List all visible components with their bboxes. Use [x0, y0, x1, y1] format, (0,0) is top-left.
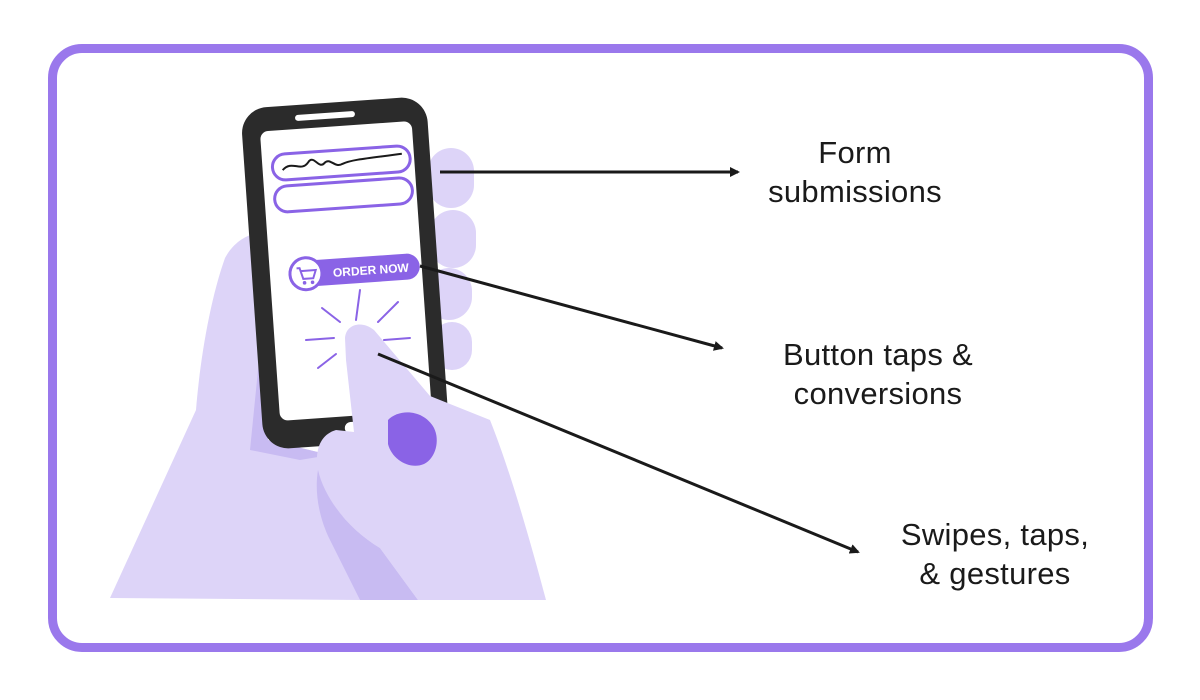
label-button-line-1: Button taps &: [782, 337, 974, 372]
label-form-submissions: Form submissions: [705, 133, 1005, 211]
label-button-taps: Button taps & conversions: [728, 335, 1028, 413]
label-button-line-2: conversions: [793, 376, 963, 411]
arrow-swipes: [377, 352, 860, 554]
label-form-line-2: submissions: [768, 174, 942, 209]
signature-field: [270, 144, 412, 182]
order-now-label: ORDER NOW: [332, 261, 409, 280]
text-field: [273, 176, 414, 214]
order-now-button: ORDER NOW: [288, 253, 420, 292]
pointing-hand: [316, 324, 546, 600]
annotation-arrows: [377, 167, 860, 554]
left-hand: [110, 233, 360, 600]
label-swipes-line-1: Swipes, taps,: [900, 517, 1090, 552]
arrow-button: [419, 264, 724, 351]
label-swipes-gestures: Swipes, taps, & gestures: [835, 515, 1155, 593]
label-form-line-1: Form: [818, 135, 892, 170]
cart-icon: [296, 267, 318, 285]
label-swipes-line-2: & gestures: [919, 556, 1071, 591]
